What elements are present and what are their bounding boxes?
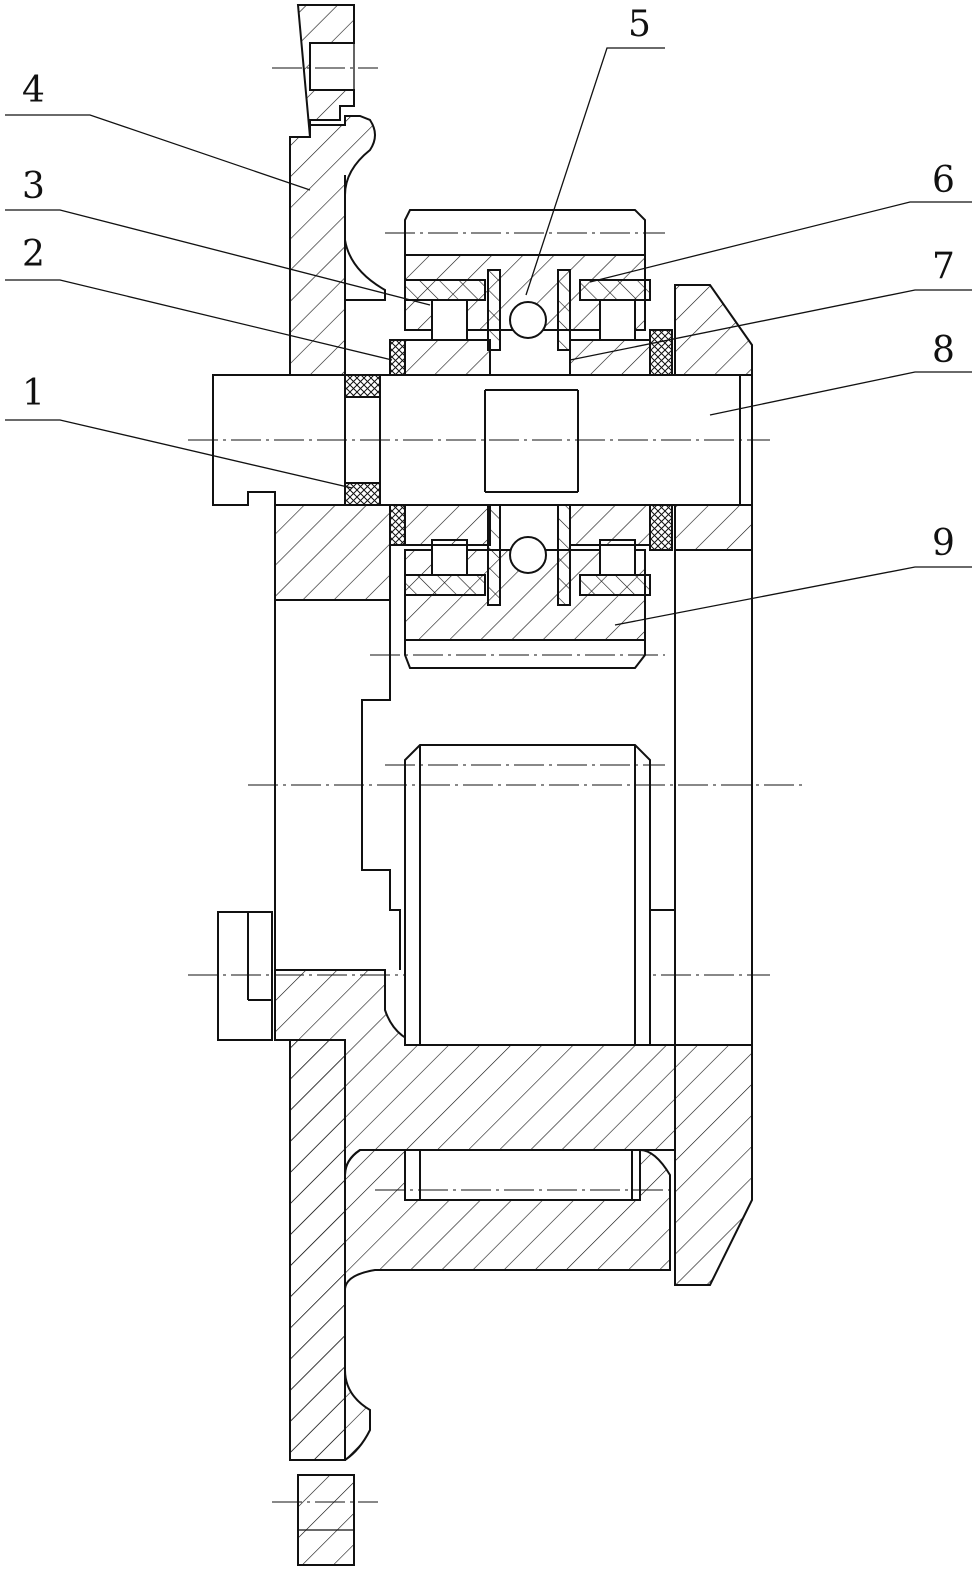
middle-gear bbox=[248, 744, 805, 1046]
part-labels: 1 2 3 4 5 6 7 8 9 bbox=[22, 4, 955, 564]
lower-gear bbox=[375, 1149, 670, 1201]
part-label-3: 3 bbox=[22, 166, 45, 207]
part-label-9: 9 bbox=[932, 523, 955, 564]
part-label-2: 2 bbox=[22, 234, 45, 275]
housing-block bbox=[274, 284, 753, 1461]
left-bolt-clamp bbox=[188, 911, 770, 1041]
seal-ring bbox=[344, 374, 381, 506]
part-label-7: 7 bbox=[932, 246, 955, 287]
part-label-5: 5 bbox=[628, 4, 651, 45]
part-label-1: 1 bbox=[22, 373, 45, 414]
bearing-assembly-lower bbox=[389, 504, 673, 606]
part-label-4: 4 bbox=[22, 70, 45, 111]
bracket-plate-upper bbox=[272, 4, 386, 376]
bearing-assembly-upper bbox=[389, 269, 673, 376]
shaft bbox=[188, 374, 770, 506]
part-label-8: 8 bbox=[932, 330, 955, 371]
part-label-6: 6 bbox=[932, 160, 955, 201]
leader-lines bbox=[5, 47, 972, 626]
